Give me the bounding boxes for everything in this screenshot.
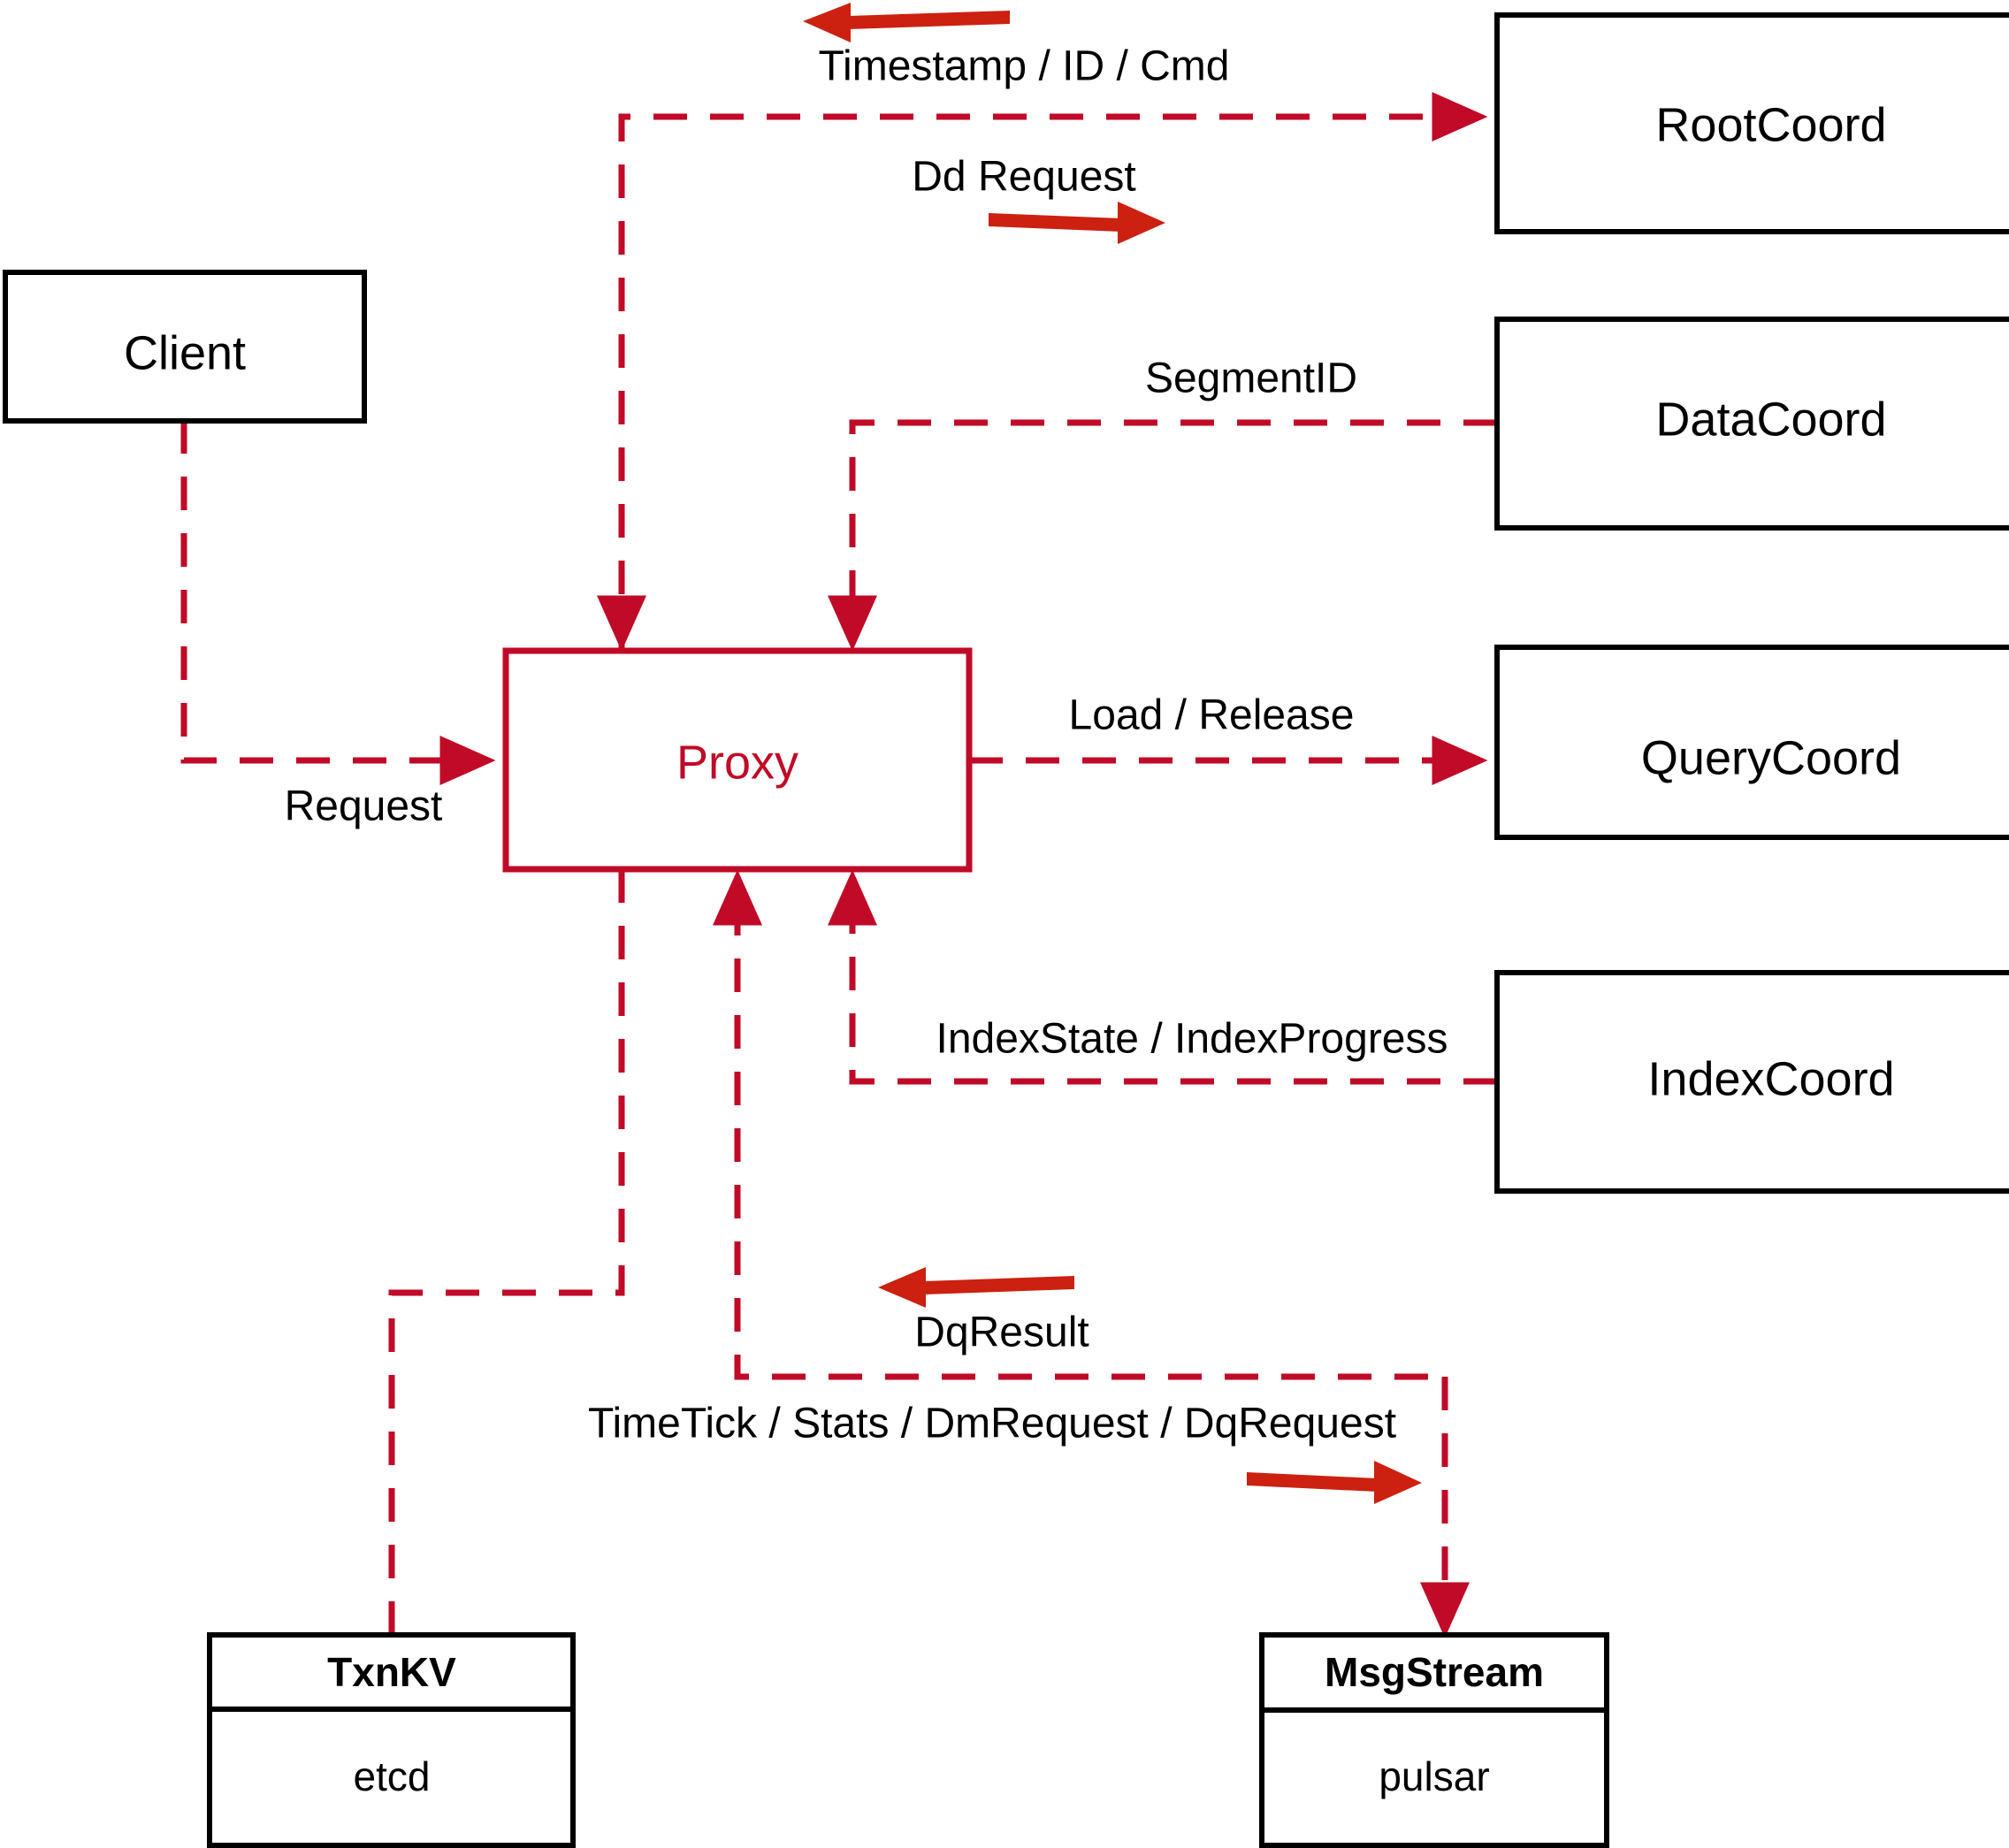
node-msgstream[interactable]: MsgStream pulsar — [1259, 1632, 1609, 1848]
node-rootcoord[interactable]: RootCoord — [1494, 12, 2009, 234]
node-datacoord-label: DataCoord — [1655, 393, 1886, 446]
node-proxy[interactable]: Proxy — [502, 647, 973, 873]
edge-label-index-state: IndexState / IndexProgress — [936, 1016, 1448, 1063]
node-querycoord-label: QueryCoord — [1641, 731, 1901, 784]
edge-label-dq-result: DqResult — [914, 1310, 1089, 1356]
node-rootcoord-label: RootCoord — [1655, 98, 1886, 151]
edge-label-load-release: Load / Release — [1069, 692, 1355, 739]
node-msgstream-sublabel: pulsar — [1379, 1753, 1489, 1799]
edge-label-dd-request: Dd Request — [912, 154, 1135, 201]
edge-segmentid — [828, 419, 1497, 652]
direction-arrow-left-timestamp — [803, 3, 1010, 42]
node-indexcoord[interactable]: IndexCoord — [1494, 970, 2009, 1194]
edge-timestamp-id-cmd — [597, 92, 1488, 652]
node-client-label: Client — [124, 326, 246, 379]
node-querycoord[interactable]: QueryCoord — [1494, 645, 2009, 840]
edge-label-request: Request — [285, 783, 443, 830]
direction-arrow-right-timetick — [1247, 1461, 1422, 1504]
node-proxy-label: Proxy — [676, 736, 798, 789]
edge-label-timestamp-id-cmd: Timestamp / ID / Cmd — [819, 43, 1230, 90]
node-datacoord[interactable]: DataCoord — [1494, 317, 2009, 531]
node-txnkv[interactable]: TxnKV etcd — [207, 1632, 576, 1848]
edge-proxy-txnkv — [388, 869, 625, 1635]
node-txnkv-sublabel: etcd — [354, 1753, 431, 1799]
node-client[interactable]: Client — [3, 270, 367, 424]
node-indexcoord-label: IndexCoord — [1647, 1052, 1894, 1105]
edge-request — [180, 420, 496, 785]
edge-label-segmentid: SegmentID — [1145, 355, 1357, 402]
direction-arrow-right-dd-request — [989, 202, 1165, 244]
edge-index-state — [828, 869, 1497, 1085]
node-msgstream-label: MsgStream — [1325, 1649, 1544, 1695]
direction-arrow-left-dqresult — [878, 1267, 1074, 1308]
edge-label-timetick-stats: TimeTick / Stats / DmRequest / DqRequest — [588, 1401, 1396, 1447]
edge-dq-result — [713, 869, 1445, 1380]
node-txnkv-label: TxnKV — [327, 1649, 456, 1695]
